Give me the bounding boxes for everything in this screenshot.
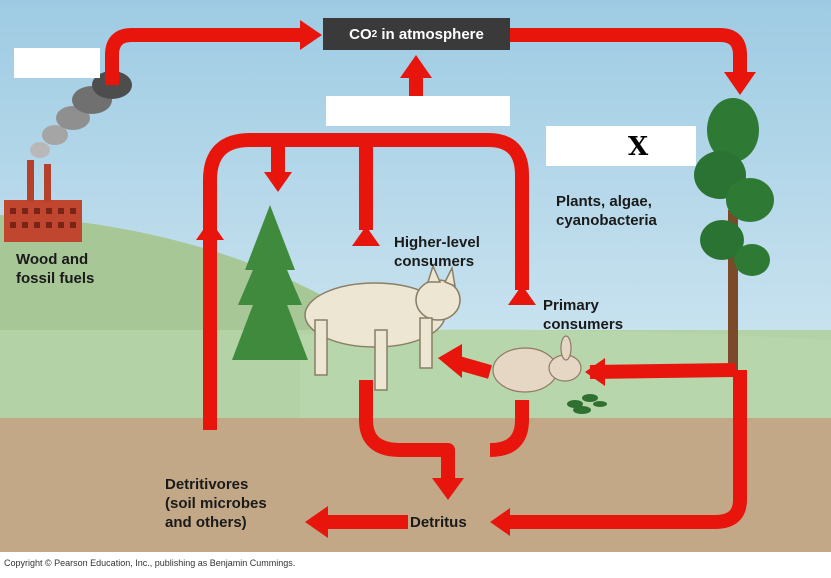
arrow-head-to-lynx [438,344,462,378]
lynx-icon [304,263,461,391]
primary-consumers-label: Primary consumers [543,297,624,333]
arrow-lynx-to-detritus [359,380,455,480]
arrow-tree-to-detritus [500,370,747,529]
arrow-head-hub-left [196,220,224,240]
wood-fossil-label: Wood and fossil fuels [16,251,95,287]
plants-label: Plants, algae, cyanobacteria [556,193,657,229]
arrow-head-atmosphere [300,20,322,50]
detritus-label: Detritus [410,514,467,531]
arrow-head-tree [724,72,756,95]
tall-tree-icon [694,98,774,370]
arrow-tree-to-rabbit [589,363,736,379]
rabbit-icon [492,335,582,393]
arrow-head-lynx-up [352,226,380,246]
arrow-head-detritivores [305,506,328,538]
co2-subscript: 2 [371,28,378,40]
arrow-head-detritus-down [432,478,464,500]
arrow-head-rabbit-up [508,285,536,305]
evergreen-tree-icon [232,205,308,360]
blank-label-box-left [14,48,100,78]
arrow-head-up [400,55,432,78]
carbon-flow-arrows [105,28,747,529]
blank-label-box-center [326,96,510,126]
arrow-head-to-rabbit [585,358,605,386]
blank-label-box-x [546,126,696,166]
co2-rest-text: in atmosphere [377,25,484,43]
white-bottom-band [0,552,831,578]
arrow-atmosphere-to-tree [510,28,747,78]
co2-text: CO [349,25,372,43]
arrow-head-tree-detritus [490,508,510,536]
detritivores-label: Detritivores (soil microbes and others) [165,476,267,531]
soil-ground [0,418,831,556]
arrow-respiration-hub [203,133,529,430]
small-plant-icon [567,394,607,414]
arrow-head-left-tree [264,172,292,192]
factory-icon [4,160,82,242]
higher-consumers-label: Higher-level consumers [394,234,480,270]
x-marker: X [628,132,649,162]
arrow-rabbit-to-detritus [489,400,529,457]
copyright-text: Copyright © Pearson Education, Inc., pub… [4,558,296,568]
arrow-fuel-to-atmosphere [105,28,305,85]
arrow-heads [196,20,756,538]
